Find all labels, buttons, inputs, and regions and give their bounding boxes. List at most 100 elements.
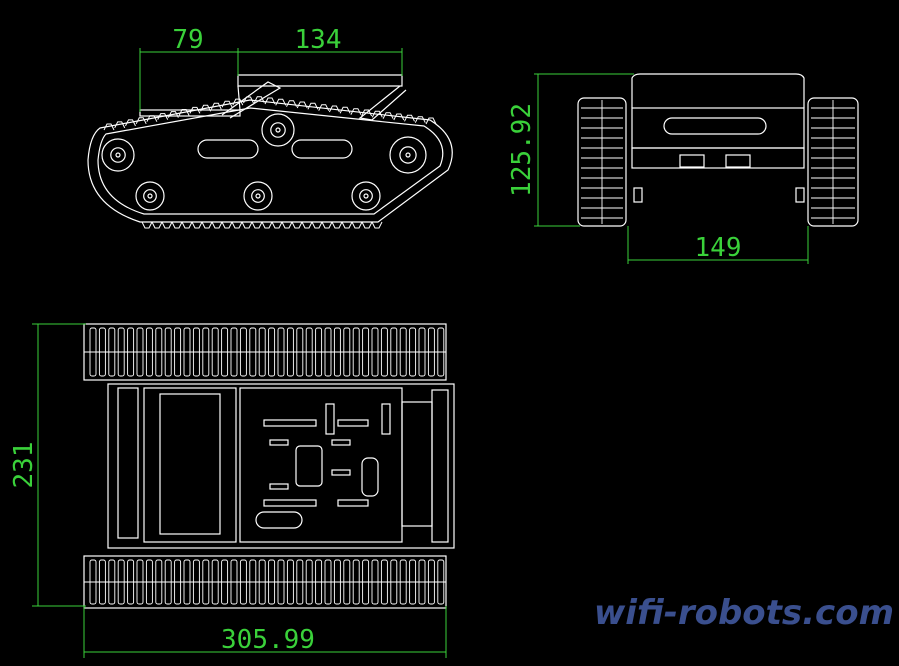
track-tooth [404, 114, 415, 122]
track-tooth [241, 221, 253, 229]
road-wheel [243, 181, 273, 211]
rear-connector-left [679, 154, 705, 168]
track-tooth [351, 221, 363, 229]
track-tooth [321, 221, 333, 229]
top-rear-bumper [431, 389, 449, 543]
track-tooth [151, 221, 163, 229]
track-tooth [371, 221, 383, 229]
watermark-logo: wifi-robots.com [594, 593, 894, 633]
track-tooth [103, 123, 115, 131]
road-wheel [389, 136, 427, 174]
track-tooth [146, 115, 158, 122]
rear-motor-left [633, 187, 643, 203]
track-tooth [251, 221, 263, 229]
track-tooth [178, 109, 190, 116]
track-tooth [318, 104, 330, 111]
track-tooth [393, 113, 405, 121]
track-tooth [414, 116, 426, 123]
track-tooth [264, 97, 276, 105]
dim-top-length: 305.99 [221, 625, 315, 655]
track-tooth [361, 109, 373, 117]
rear-slot [663, 117, 767, 135]
wheel-hub [359, 189, 373, 203]
track-tooth [243, 96, 254, 104]
dim-side-rear-section: 134 [295, 25, 342, 55]
track-tooth [141, 221, 153, 229]
track-tooth [291, 221, 303, 229]
track-tooth [232, 98, 244, 106]
dim-rear-height: 125.92 [507, 103, 537, 197]
rear-track-links [581, 100, 855, 224]
track-tooth [171, 221, 183, 229]
track-tooth [201, 221, 213, 229]
road-wheel [101, 138, 135, 172]
side-slot-right [291, 139, 353, 159]
dimension-lines [32, 48, 809, 658]
track-tooth [281, 221, 293, 229]
track-tooth [382, 112, 394, 119]
track-tooth [167, 111, 179, 118]
wheel-hub [399, 146, 417, 164]
side-top-plate [237, 74, 403, 87]
top-battery-bay [143, 387, 237, 543]
track-tooth [231, 221, 243, 229]
track-tooth [210, 102, 222, 110]
track-tooth [307, 102, 319, 110]
top-battery-inner [159, 393, 221, 535]
track-tooth [361, 221, 373, 229]
track-tooth [286, 100, 297, 107]
dim-top-width: 231 [9, 442, 39, 489]
track-tooth [261, 221, 273, 229]
track-tooth [191, 221, 203, 229]
track-tooth [189, 106, 201, 114]
rear-top-cover [631, 73, 805, 108]
track-tooth [114, 121, 126, 129]
side-slot-left [197, 139, 259, 159]
track-tooth [350, 108, 362, 115]
side-wheels [101, 113, 427, 211]
top-plate-slots [263, 403, 391, 507]
road-wheel [351, 181, 381, 211]
track-tooth [311, 221, 323, 229]
top-chassis-outline [107, 383, 455, 549]
rear-connector-right [725, 154, 751, 168]
wheel-axle [275, 127, 281, 133]
top-front-bumper [117, 387, 139, 539]
track-tooth [221, 221, 233, 229]
rear-lower-body [631, 147, 805, 169]
wheel-hub [110, 147, 126, 163]
track-tooth [296, 101, 308, 109]
track-tooth [425, 117, 437, 125]
track-tooth [161, 221, 173, 229]
track-tooth [181, 221, 193, 229]
track-tooth [275, 98, 287, 106]
wheel-axle [405, 152, 411, 158]
side-front-bracket [221, 81, 282, 119]
rear-body [631, 107, 805, 149]
track-tooth [157, 113, 169, 120]
wheel-axle [363, 193, 369, 199]
rear-track-left [577, 97, 627, 227]
top-right-cutout [361, 457, 379, 497]
wheel-axle [147, 193, 153, 199]
track-tooth [341, 221, 353, 229]
top-bottom-slot [255, 511, 303, 529]
top-center-cutout [295, 445, 323, 487]
top-view [83, 323, 455, 609]
dim-rear-width: 149 [695, 233, 742, 263]
rear-view [577, 73, 859, 227]
side-track-teeth [103, 96, 437, 229]
road-wheel [135, 181, 165, 211]
track-tooth [135, 117, 147, 125]
side-view [87, 74, 453, 229]
rear-motor-right [795, 187, 805, 203]
track-tooth [211, 221, 223, 229]
dim-side-front-section: 79 [172, 25, 203, 55]
track-tooth [328, 105, 340, 113]
top-rear-motor-block [401, 401, 433, 527]
side-track-inner [97, 107, 444, 215]
road-wheel [261, 113, 295, 147]
rear-track-right [807, 97, 859, 227]
track-tooth [271, 221, 283, 229]
